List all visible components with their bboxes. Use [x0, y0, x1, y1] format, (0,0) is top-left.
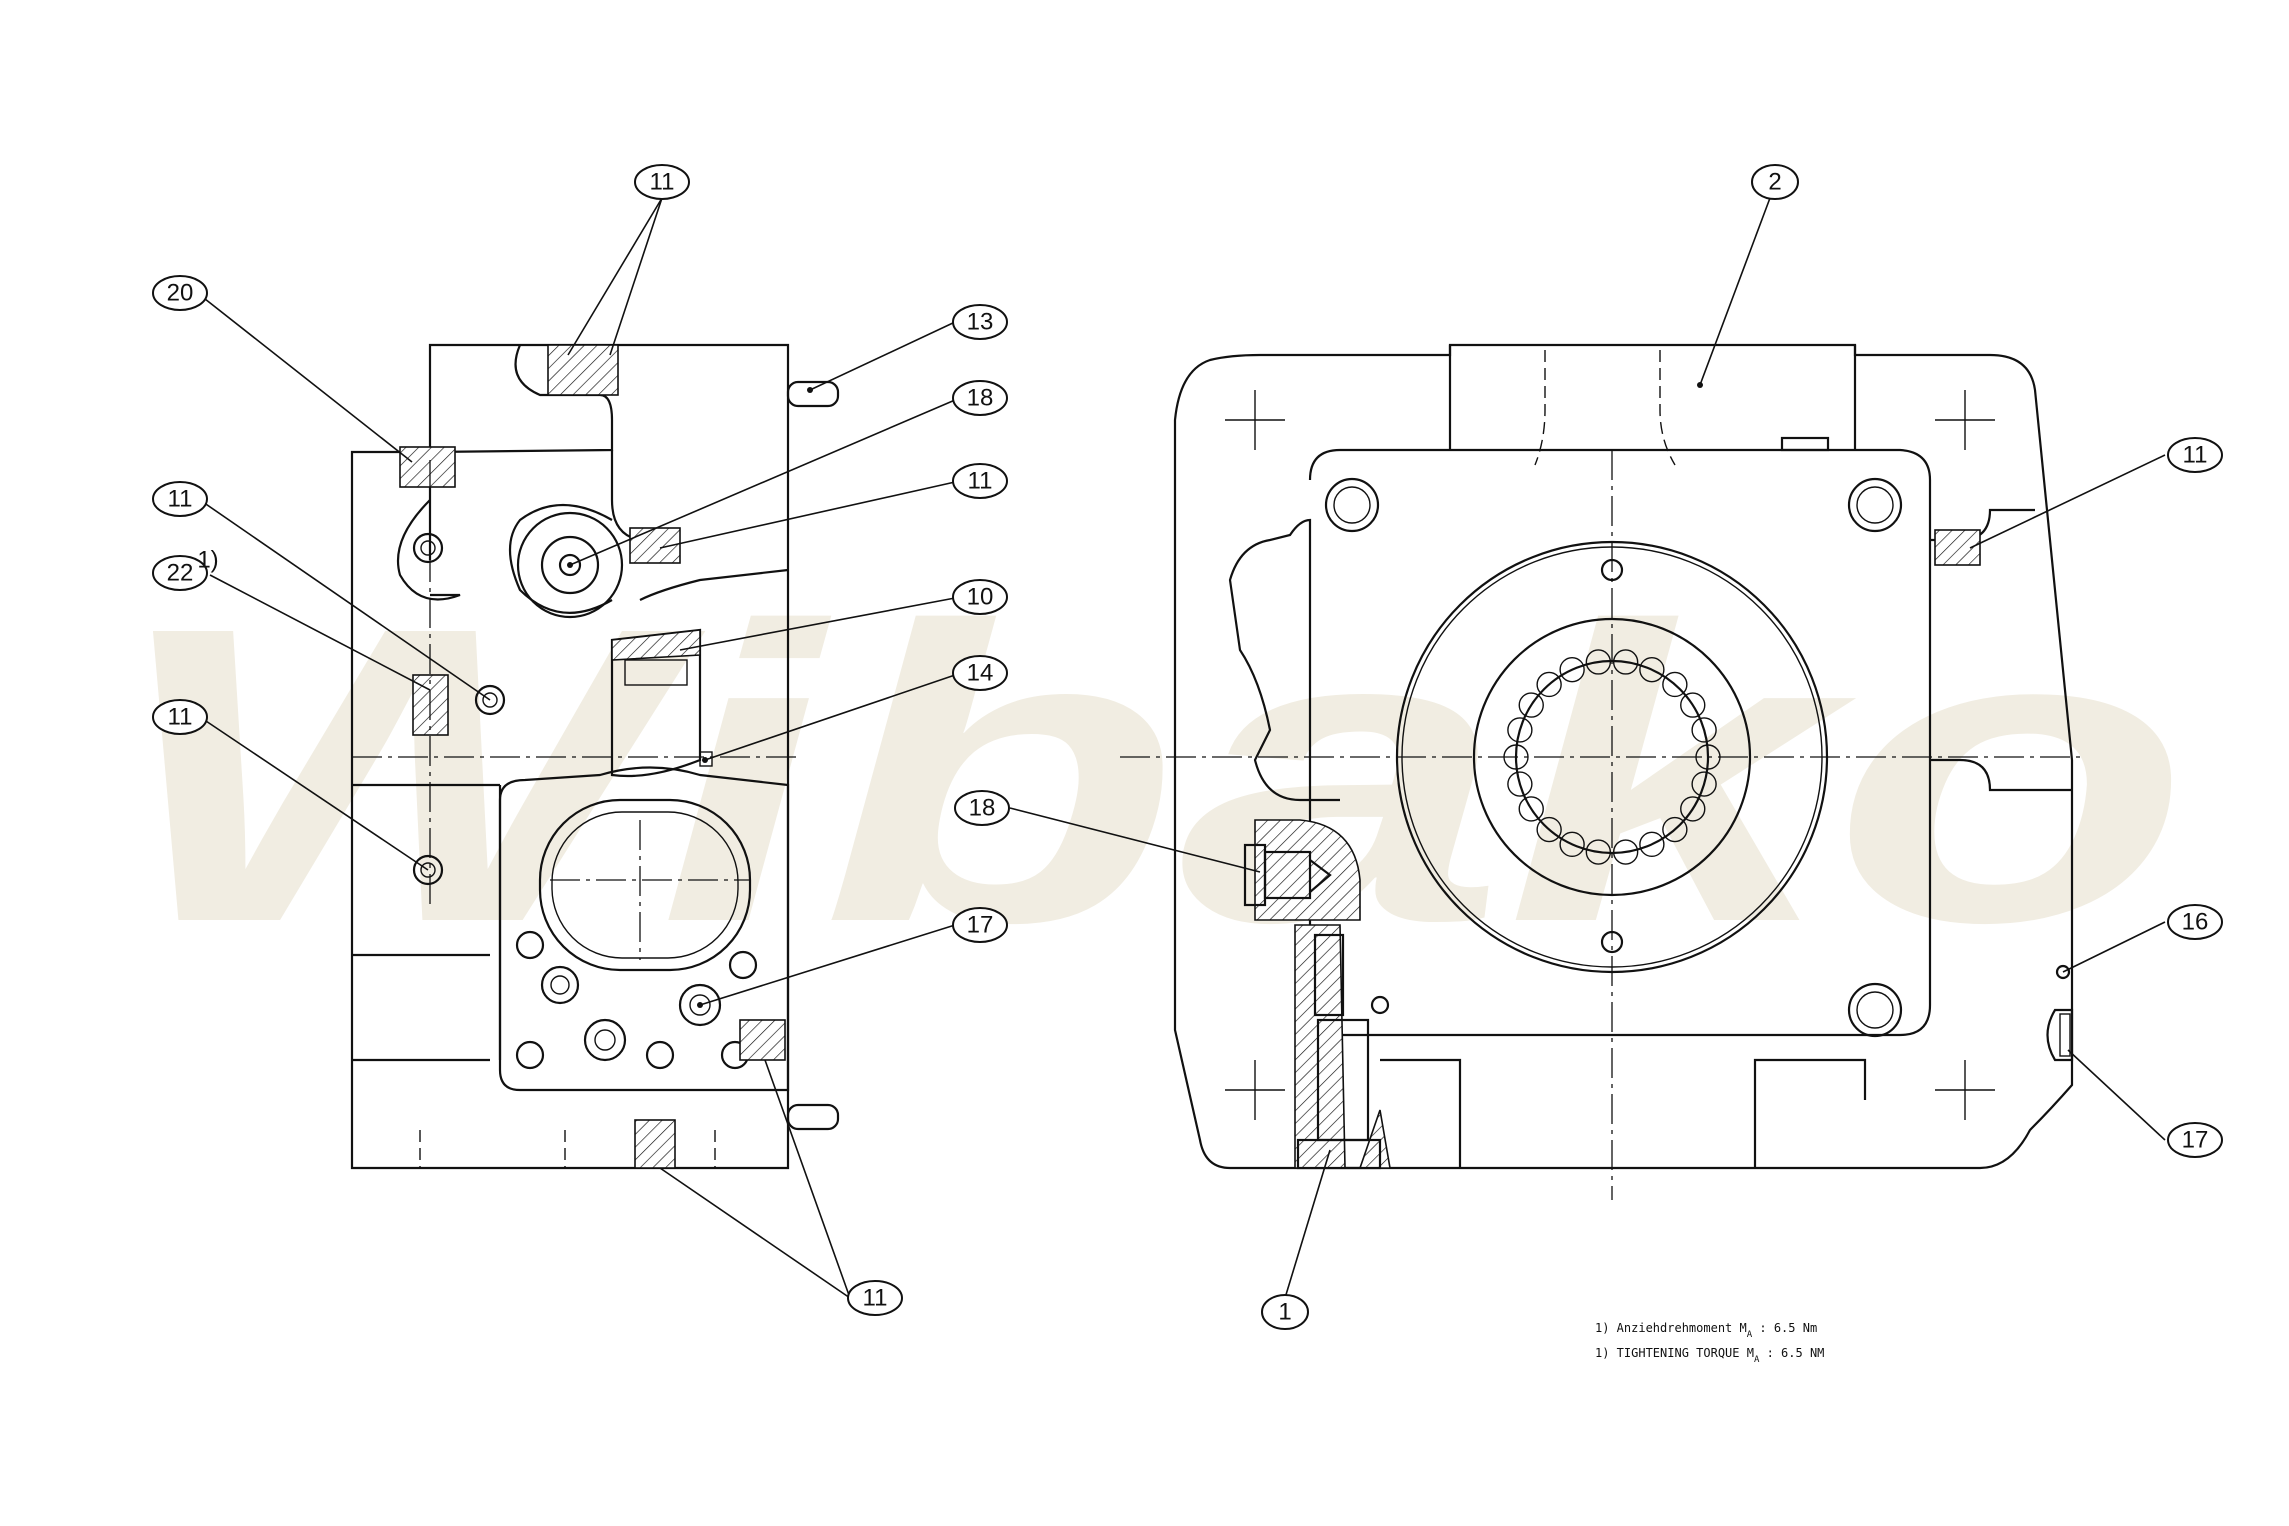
- spline-tooth: [1507, 717, 1533, 743]
- callout-balloon-17: 17: [2167, 1122, 2223, 1158]
- svg-text:14: 14: [967, 660, 994, 687]
- callout-balloon-18: 18: [954, 790, 1010, 826]
- svg-text:11: 11: [168, 704, 193, 731]
- svg-text:18: 18: [969, 795, 996, 822]
- svg-text:11: 11: [650, 169, 675, 196]
- callout-balloon-11: 11: [152, 699, 208, 735]
- spline-tooth: [1639, 656, 1665, 683]
- callout-balloon-10: 10: [952, 579, 1008, 615]
- callout-balloon-11: 11: [847, 1280, 903, 1316]
- callout-balloon-11: 11: [152, 481, 208, 517]
- callout-balloon-22: 22 1): [152, 547, 219, 591]
- svg-text:18: 18: [967, 385, 994, 412]
- callout-balloon-14: 14: [952, 655, 1008, 691]
- callout-balloon-2: 2: [1751, 164, 1799, 200]
- callout-balloon-13: 13: [952, 304, 1008, 340]
- svg-text:17: 17: [967, 912, 994, 939]
- spline-tooth: [1662, 671, 1688, 698]
- svg-text:2: 2: [1768, 169, 1781, 196]
- bolt-holes-left: [412, 532, 758, 1070]
- callout-balloon-20: 20: [152, 275, 208, 311]
- svg-text:17: 17: [2182, 1127, 2209, 1154]
- spline-tooth: [1559, 831, 1585, 858]
- spline-tooth: [1559, 656, 1585, 683]
- footnote-marker: 1): [197, 547, 218, 574]
- spline-tooth: [1518, 796, 1544, 822]
- svg-text:20: 20: [167, 280, 194, 307]
- callout-balloon-11: 11: [2167, 437, 2223, 473]
- leader-lines: [199, 197, 2166, 1299]
- spline-tooth: [1680, 796, 1706, 822]
- svg-text:13: 13: [967, 309, 994, 336]
- spline-tooth: [1536, 671, 1562, 698]
- svg-text:22: 22: [167, 560, 194, 587]
- svg-text:11: 11: [968, 468, 993, 495]
- spline-teeth: [1503, 649, 1721, 865]
- spline-tooth: [1612, 839, 1639, 865]
- svg-text:16: 16: [2182, 909, 2209, 936]
- watermark: Wibako: [110, 541, 2190, 1010]
- torque-note-de: 1) Anziehdrehmoment MA : 6.5 Nm: [1595, 1321, 1817, 1340]
- spline-tooth: [1585, 839, 1612, 865]
- callout-balloon-18: 18: [952, 380, 1008, 416]
- spline-tooth: [1518, 692, 1544, 718]
- svg-text:11: 11: [2183, 442, 2208, 469]
- bolt-holes-right: [1324, 477, 1903, 1038]
- spline-tooth: [1612, 649, 1639, 675]
- callout-balloon-16: 16: [2167, 904, 2223, 940]
- svg-text:10: 10: [967, 584, 994, 611]
- callout-balloon-1: 1: [1261, 1294, 1309, 1330]
- spline-tooth: [1585, 649, 1612, 675]
- spline-tooth: [1507, 771, 1533, 797]
- spline-tooth: [1691, 771, 1717, 797]
- right-view: [1120, 343, 2080, 1200]
- torque-note: 1) Anziehdrehmoment MA : 6.5 Nm 1) TIGHT…: [1595, 1321, 1824, 1365]
- svg-text:1: 1: [1278, 1299, 1291, 1326]
- svg-text:11: 11: [863, 1285, 888, 1312]
- spline-tooth: [1662, 816, 1688, 843]
- callout-balloon-11: 11: [634, 164, 690, 200]
- spline-tooth: [1680, 692, 1706, 718]
- spline-tooth: [1639, 831, 1665, 858]
- svg-text:11: 11: [168, 486, 193, 513]
- callout-balloon-17: 17: [952, 907, 1008, 943]
- left-view: [350, 343, 840, 1170]
- center-marks: [1225, 390, 1995, 1120]
- torque-note-en: 1) TIGHTENING TORQUE MA : 6.5 NM: [1595, 1346, 1824, 1365]
- callout-balloon-11: 11: [952, 463, 1008, 499]
- spline-tooth: [1691, 717, 1717, 743]
- spline-tooth: [1536, 816, 1562, 843]
